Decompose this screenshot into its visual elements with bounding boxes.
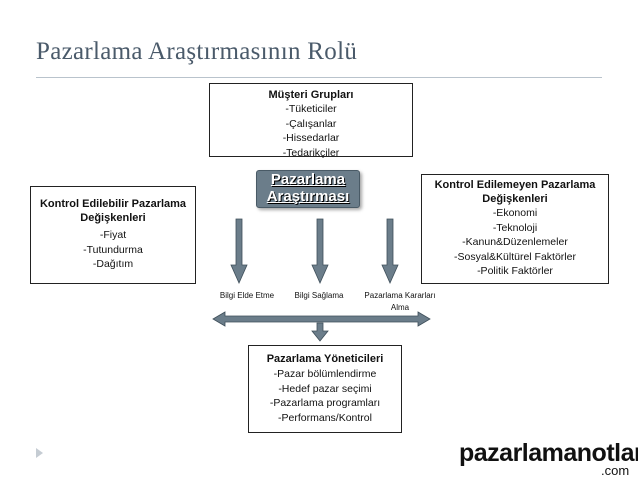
- uncontrollable-heading-line2: Değişkenleri: [482, 193, 548, 205]
- center-title-line2: Araştırması: [266, 188, 350, 205]
- slide-title: Pazarlama Araştırmasının Rolü: [36, 38, 358, 65]
- down-arrow-middle: [311, 218, 329, 284]
- slide-bullet-icon: [36, 448, 43, 458]
- title-divider: [36, 77, 602, 78]
- label-karar-line2: Alma: [390, 303, 410, 312]
- controllable-heading-line2: Değişkenleri: [80, 212, 146, 224]
- managers-item: -Pazar bölümlendirme: [273, 368, 377, 380]
- managers-item: -Pazarlama programları: [269, 397, 381, 409]
- customer-groups-box: Müşteri Grupları -Tüketiciler -Çalışanla…: [209, 83, 413, 159]
- customer-group-item: -Hissedarlar: [282, 132, 340, 144]
- customer-group-item: -Tedarikçiler: [282, 146, 340, 159]
- marketing-research-box: Pazarlama Araştırması: [256, 170, 360, 208]
- uncontrollable-item: -Kanun&Düzenlemeler: [462, 236, 568, 248]
- uncontrollable-heading-line1: Kontrol Edilemeyen Pazarlama: [434, 179, 596, 191]
- center-title-line1: Pazarlama: [270, 171, 346, 188]
- site-logo: pazarlamanotları .com: [455, 436, 638, 479]
- uncontrollable-item: -Politik Faktörler: [477, 265, 553, 277]
- uncontrollable-item: -Teknoloji: [492, 221, 538, 234]
- down-arrow-left: [230, 218, 248, 284]
- label-karar-line1: Pazarlama Kararları: [364, 291, 436, 300]
- marketing-managers-box: Pazarlama Yöneticileri -Pazar bölümlendi…: [248, 345, 402, 433]
- uncontrollable-item: -Ekonomi: [492, 207, 538, 219]
- horizontal-double-arrow: [212, 311, 431, 327]
- down-arrow-bottom: [311, 322, 329, 342]
- customer-groups-heading: Müşteri Grupları: [268, 89, 354, 101]
- logo-text: pazarlamanotları: [459, 439, 638, 467]
- controllable-item: -Dağıtım: [92, 258, 134, 270]
- managers-item: -Performans/Kontrol: [278, 411, 372, 424]
- controllable-item: -Fiyat: [99, 229, 127, 241]
- customer-group-item: -Tüketiciler: [285, 103, 337, 115]
- uncontrollable-variables-box: Kontrol Edilemeyen Pazarlama Değişkenler…: [421, 174, 609, 284]
- label-bilgi-elde-etme: Bilgi Elde Etme: [219, 291, 275, 300]
- down-arrow-right: [381, 218, 399, 284]
- managers-heading: Pazarlama Yöneticileri: [266, 353, 384, 365]
- controllable-item: -Tutundurma: [83, 243, 143, 256]
- logo-suffix: .com: [601, 463, 630, 478]
- controllable-variables-box: Kontrol Edilebilir Pazarlama Değişkenler…: [30, 186, 196, 284]
- uncontrollable-item: -Sosyal&Kültürel Faktörler: [454, 250, 576, 263]
- managers-item: -Hedef pazar seçimi: [278, 382, 372, 395]
- customer-group-item: -Çalışanlar: [285, 117, 337, 130]
- controllable-heading-line1: Kontrol Edilebilir Pazarlama: [39, 198, 187, 210]
- label-bilgi-saglama: Bilgi Sağlama: [294, 291, 344, 300]
